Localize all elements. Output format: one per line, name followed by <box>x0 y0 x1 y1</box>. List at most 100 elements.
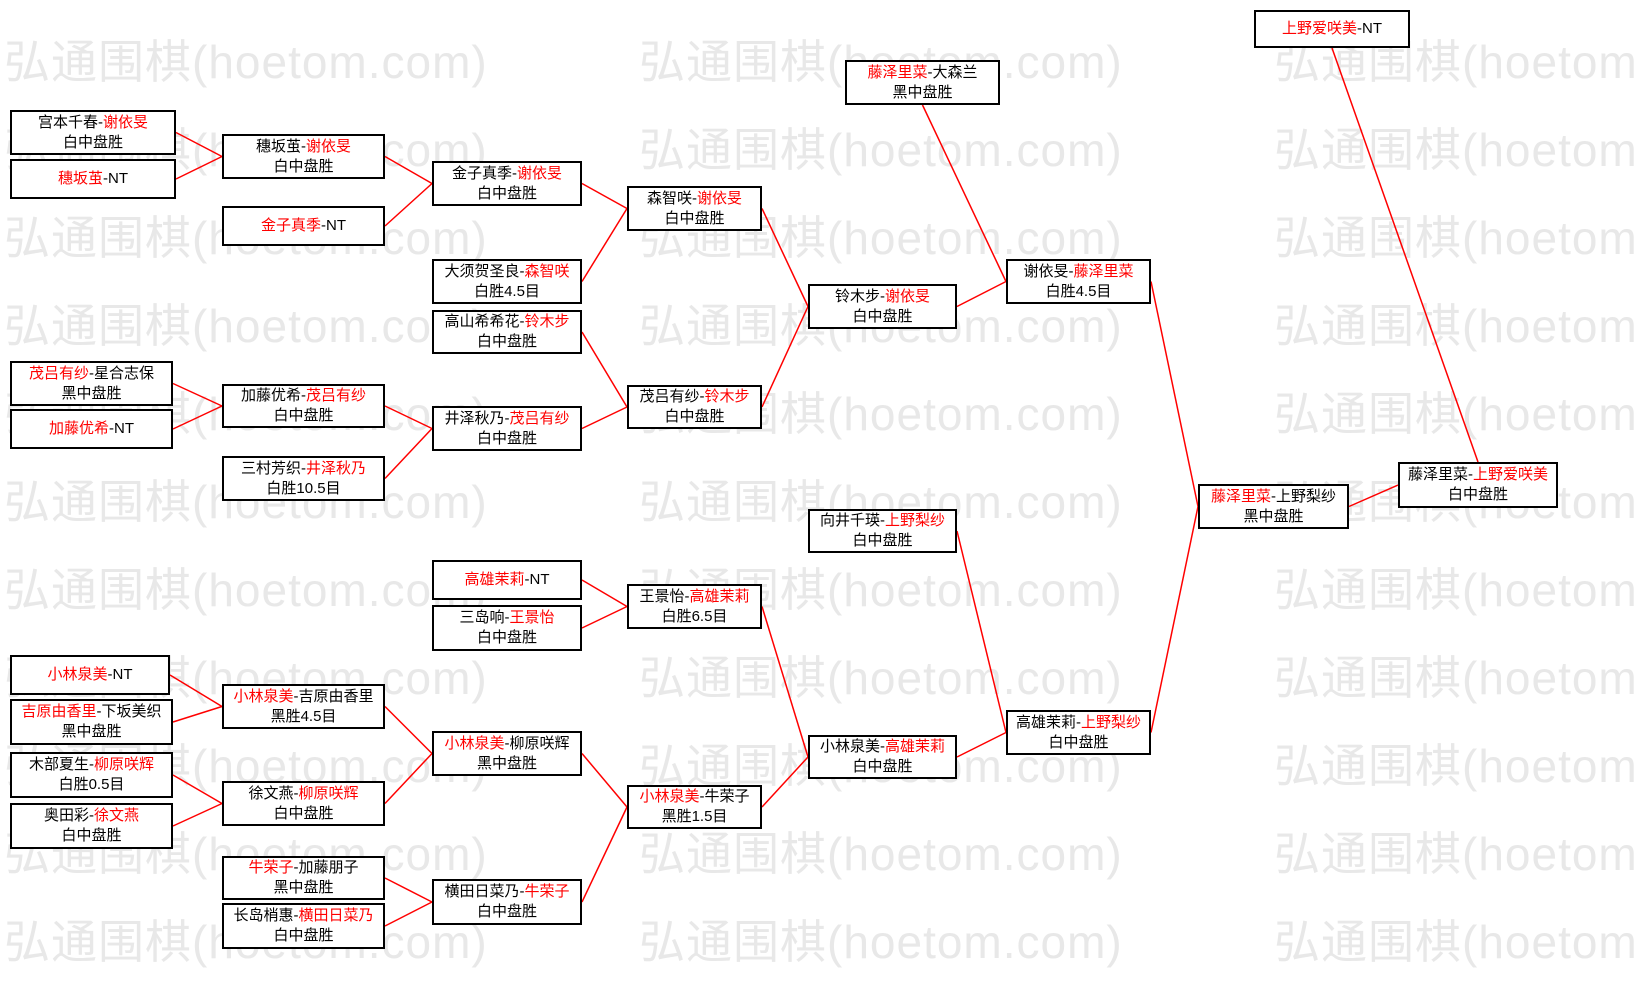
match-result: 白中盘胜 <box>476 333 537 350</box>
winner-name: 谢依旻 <box>884 287 930 305</box>
match-box-r2-xu-yanagihara: 徐文燕-柳原咲辉白中盘胜 <box>222 781 385 826</box>
winner-name: 藤泽里菜 <box>867 63 928 81</box>
watermark-text: 弘通围棋(hoetom.com) <box>639 124 1123 176</box>
match-players: 小林泉美-牛荣子 <box>629 787 760 807</box>
bracket-connector <box>1348 484 1399 508</box>
winner-name: 金子真季 <box>260 217 321 234</box>
match-result: 黑中盘胜 <box>61 384 122 402</box>
player-name: 三岛响- <box>459 609 510 626</box>
winner-name: 小林泉美 <box>47 666 108 683</box>
match-players: 谢依旻-藤泽里菜 <box>1008 262 1149 282</box>
match-players: 藤泽里菜-上野梨纱 <box>1200 487 1347 507</box>
match-players: 横田日菜乃-牛荣子 <box>434 882 580 902</box>
player-name: 高雄茉莉- <box>1015 713 1081 731</box>
bracket-connector <box>169 674 223 708</box>
bracket-connector <box>384 752 433 805</box>
winner-name: 吉原由香里 <box>21 703 97 720</box>
match-players: 穗坂茧-谢依旻 <box>224 137 383 157</box>
player-name: -星合志保 <box>89 364 154 382</box>
match-box-title-fujisawa-ueno-asami: 藤泽里菜-上野爱咲美白中盘胜 <box>1398 462 1558 508</box>
match-players: 加藤优希-NT <box>12 419 171 439</box>
bracket-connector <box>761 606 809 758</box>
match-box-r1-kibe-yanagihara: 木部夏生-柳原咲辉白胜0.5目 <box>10 752 173 798</box>
watermark-text: 弘通围棋(hoetom.com) <box>639 916 1123 968</box>
match-box-r1-moro-hoshiai: 茂吕有纱-星合志保黑中盘胜 <box>10 361 173 406</box>
player-name: 长岛梢惠- <box>233 907 299 924</box>
match-players: 向井千瑛-上野梨纱 <box>810 511 955 531</box>
bracket-connector <box>384 705 433 755</box>
match-players: 吉原由香里-下坂美织 <box>12 702 171 722</box>
player-name: -吉原由香里 <box>293 687 374 705</box>
bracket-connector <box>384 877 433 903</box>
winner-name: 谢依旻 <box>696 189 742 207</box>
player-name: -柳原咲辉 <box>504 734 570 752</box>
match-result: 白中盘胜 <box>273 804 334 822</box>
player-name: 谢依旻- <box>1023 262 1074 280</box>
bracket-connector <box>956 280 1007 308</box>
match-result: 白中盘胜 <box>664 408 725 425</box>
watermark-text: 弘通围棋(hoetom.com) <box>4 300 488 352</box>
player-name: 向井千瑛- <box>819 512 885 529</box>
match-box-r3-osuga-mori: 大须贺圣良-森智咲白胜4.5目 <box>432 259 582 304</box>
player-name: -加藤朋子 <box>293 859 359 876</box>
watermark-text: 弘通围棋(hoetom.com) <box>639 828 1123 880</box>
winner-name: 高雄茉莉 <box>689 587 750 605</box>
player-name: -下坂美织 <box>96 703 162 720</box>
match-box-r3-kaneko-xie: 金子真季-谢依旻白中盘胜 <box>432 161 582 206</box>
bracket-connector <box>581 208 628 282</box>
match-players: 小林泉美-柳原咲辉 <box>434 734 580 754</box>
bracket-connector <box>172 774 223 805</box>
player-name: 金子真季- <box>451 164 517 182</box>
player-name: 徐文燕- <box>248 784 299 802</box>
player-name: 高山希希花- <box>444 313 525 330</box>
player-name: -NT <box>524 571 550 588</box>
match-players: 穗坂茧-NT <box>12 169 174 189</box>
winner-name: 牛荣子 <box>248 859 294 876</box>
player-name: 三村芳织- <box>240 459 306 477</box>
bracket-connector <box>1150 506 1199 733</box>
match-box-r2-kato-moro: 加藤优希-茂吕有纱白中盘胜 <box>222 384 385 428</box>
bracket-connector <box>581 605 628 629</box>
player-name: 王景怡- <box>639 587 690 605</box>
match-result: 白中盘胜 <box>62 133 123 151</box>
player-name: -NT <box>107 666 133 683</box>
player-name: 大须贺圣良- <box>444 262 525 280</box>
player-name: 宫本千春- <box>37 113 103 131</box>
watermark-text: 弘通围棋(hoetom.com) <box>1274 916 1636 968</box>
match-result: 白中盘胜 <box>476 184 537 202</box>
match-box-titleholder-ueno-asami: 上野爱咲美-NT <box>1254 10 1410 48</box>
match-result: 白中盘胜 <box>664 209 725 227</box>
player-name: 木部夏生- <box>28 756 94 773</box>
match-box-r4-moro-suzuki: 茂吕有纱-铃木步白中盘胜 <box>627 385 762 429</box>
bracket-connector <box>172 405 223 430</box>
match-box-r3-takayama-suzuki: 高山希希花-铃木步白中盘胜 <box>432 310 582 354</box>
match-players: 铃木步-谢依旻 <box>810 287 955 307</box>
winner-name: 铃木步 <box>704 388 750 405</box>
match-result: 白胜4.5目 <box>474 282 540 300</box>
winner-name: 柳原咲辉 <box>298 784 359 802</box>
winner-name: 谢依旻 <box>305 137 351 155</box>
bracket-connector <box>761 306 809 408</box>
match-result: 白中盘胜 <box>273 407 334 424</box>
player-name: -上野梨纱 <box>1271 487 1336 505</box>
winner-name: 柳原咲辉 <box>93 756 154 773</box>
winner-name: 小林泉美 <box>639 788 700 805</box>
player-name: 横田日菜乃- <box>444 883 525 900</box>
winner-name: 穗坂茧 <box>57 170 103 187</box>
match-players: 上野爱咲美-NT <box>1256 19 1408 39</box>
match-result: 白中盘胜 <box>1447 486 1508 503</box>
match-players: 加藤优希-茂吕有纱 <box>224 386 383 406</box>
match-result: 白中盘胜 <box>476 429 537 447</box>
winner-name: 谢依旻 <box>516 164 562 182</box>
player-name: 茂吕有纱- <box>639 388 705 405</box>
winner-name: 森智咲 <box>524 262 570 280</box>
match-players: 木部夏生-柳原咲辉 <box>12 755 171 775</box>
watermark-text: 弘通围棋(hoetom.com) <box>639 652 1123 704</box>
match-players: 小林泉美-吉原由香里 <box>224 687 383 707</box>
player-name: 加藤优希- <box>240 387 306 404</box>
winner-name: 井泽秋乃 <box>305 459 366 477</box>
winner-name: 小林泉美 <box>444 734 505 752</box>
watermark-text: 弘通围棋(hoetom.com) <box>1274 212 1636 264</box>
